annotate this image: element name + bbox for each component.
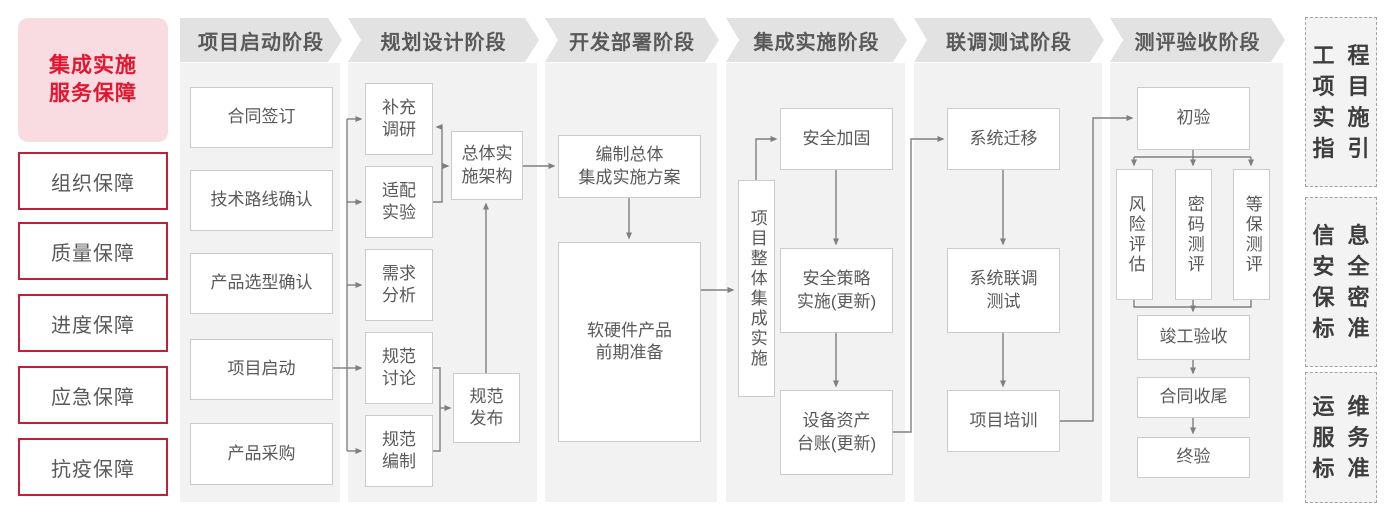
phase-header-develop-deploy: 开发部署阶段	[545, 18, 719, 62]
standard-information-security-confidentiality: 信息 安全 保密 标准	[1305, 197, 1377, 367]
sidebar-item-schedule-guarantee: 进度保障	[18, 294, 168, 352]
step-hw-sw-product-preparation: 软硬件产品前期准备	[558, 242, 701, 442]
phase-header-label: 规划设计阶段	[380, 31, 507, 54]
sidebar-item-label: 应急保障	[51, 386, 135, 409]
step-security-policy-implementation: 安全策略实施(更新)	[780, 248, 893, 333]
step-crypto-testing: 密码测评	[1175, 169, 1212, 300]
step-spec-drafting: 规范编制	[365, 415, 433, 487]
sidebar-item-pandemic-guarantee: 抗疫保障	[18, 438, 168, 496]
step-system-joint-testing: 系统联调测试	[947, 248, 1060, 333]
step-contract-signing: 合同签订	[190, 87, 333, 148]
step-product-selection-confirmation: 产品选型确认	[190, 253, 333, 314]
sidebar-item-quality-guarantee: 质量保障	[18, 222, 168, 280]
step-final-acceptance: 终验	[1137, 437, 1250, 478]
sidebar-item-organization-guarantee: 组织保障	[18, 152, 168, 210]
step-risk-assessment: 风险评估	[1116, 169, 1153, 300]
sidebar-title-integration-service-guarantee: 集成实施 服务保障	[18, 18, 168, 142]
standard-project-implementation-guide: 工程 项目 实施 指引	[1305, 17, 1377, 187]
sidebar-title-line2: 服务保障	[49, 82, 137, 105]
step-requirement-analysis: 需求分析	[365, 249, 433, 321]
step-tech-route-confirmation: 技术路线确认	[190, 170, 333, 231]
step-spec-discussion: 规范讨论	[365, 332, 433, 404]
phase-header-integration-implementation: 集成实施阶段	[726, 18, 907, 62]
step-overall-project-integration: 项目整体集成实施	[738, 180, 775, 397]
sidebar-title-line1: 集成实施	[49, 54, 137, 77]
sidebar-item-label: 组织保障	[51, 172, 135, 195]
phase-header-label: 联调测试阶段	[946, 31, 1072, 54]
step-system-migration: 系统迁移	[947, 108, 1060, 170]
sidebar-item-label: 进度保障	[51, 314, 135, 337]
sidebar-item-label: 质量保障	[51, 242, 135, 265]
step-contract-closure: 合同收尾	[1137, 377, 1250, 418]
step-project-training: 项目培训	[947, 390, 1060, 452]
phase-header-label: 项目启动阶段	[198, 31, 324, 54]
phase-header-label: 开发部署阶段	[569, 31, 695, 54]
standard-om-service: 运维 服务 标准	[1305, 372, 1377, 503]
step-project-kickoff: 项目启动	[190, 339, 333, 400]
sidebar-item-emergency-guarantee: 应急保障	[18, 366, 168, 424]
step-security-hardening: 安全加固	[780, 108, 893, 170]
step-initial-acceptance: 初验	[1137, 87, 1250, 150]
phase-header-joint-testing: 联调测试阶段	[914, 18, 1104, 62]
phase-header-label: 测评验收阶段	[1134, 31, 1261, 54]
step-supplementary-research: 补充调研	[365, 83, 433, 155]
step-product-procurement: 产品采购	[190, 423, 333, 485]
phase-header-planning-design: 规划设计阶段	[348, 18, 539, 62]
phase-header-label: 集成实施阶段	[753, 31, 880, 54]
step-spec-release: 规范发布	[453, 373, 520, 443]
step-overall-implementation-architecture: 总体实施架构	[451, 131, 523, 200]
step-mlps-testing: 等保测评	[1233, 169, 1270, 300]
phase-header-project-kickoff: 项目启动阶段	[180, 18, 342, 62]
step-completion-acceptance: 竣工验收	[1137, 315, 1250, 360]
sidebar-item-label: 抗疫保障	[51, 458, 135, 481]
step-adaptation-test: 适配实验	[365, 166, 433, 238]
phase-header-evaluation-acceptance: 测评验收阶段	[1110, 18, 1285, 62]
step-overall-integration-plan: 编制总体集成实施方案	[558, 135, 701, 198]
step-equipment-asset-ledger: 设备资产台账(更新)	[780, 390, 893, 475]
